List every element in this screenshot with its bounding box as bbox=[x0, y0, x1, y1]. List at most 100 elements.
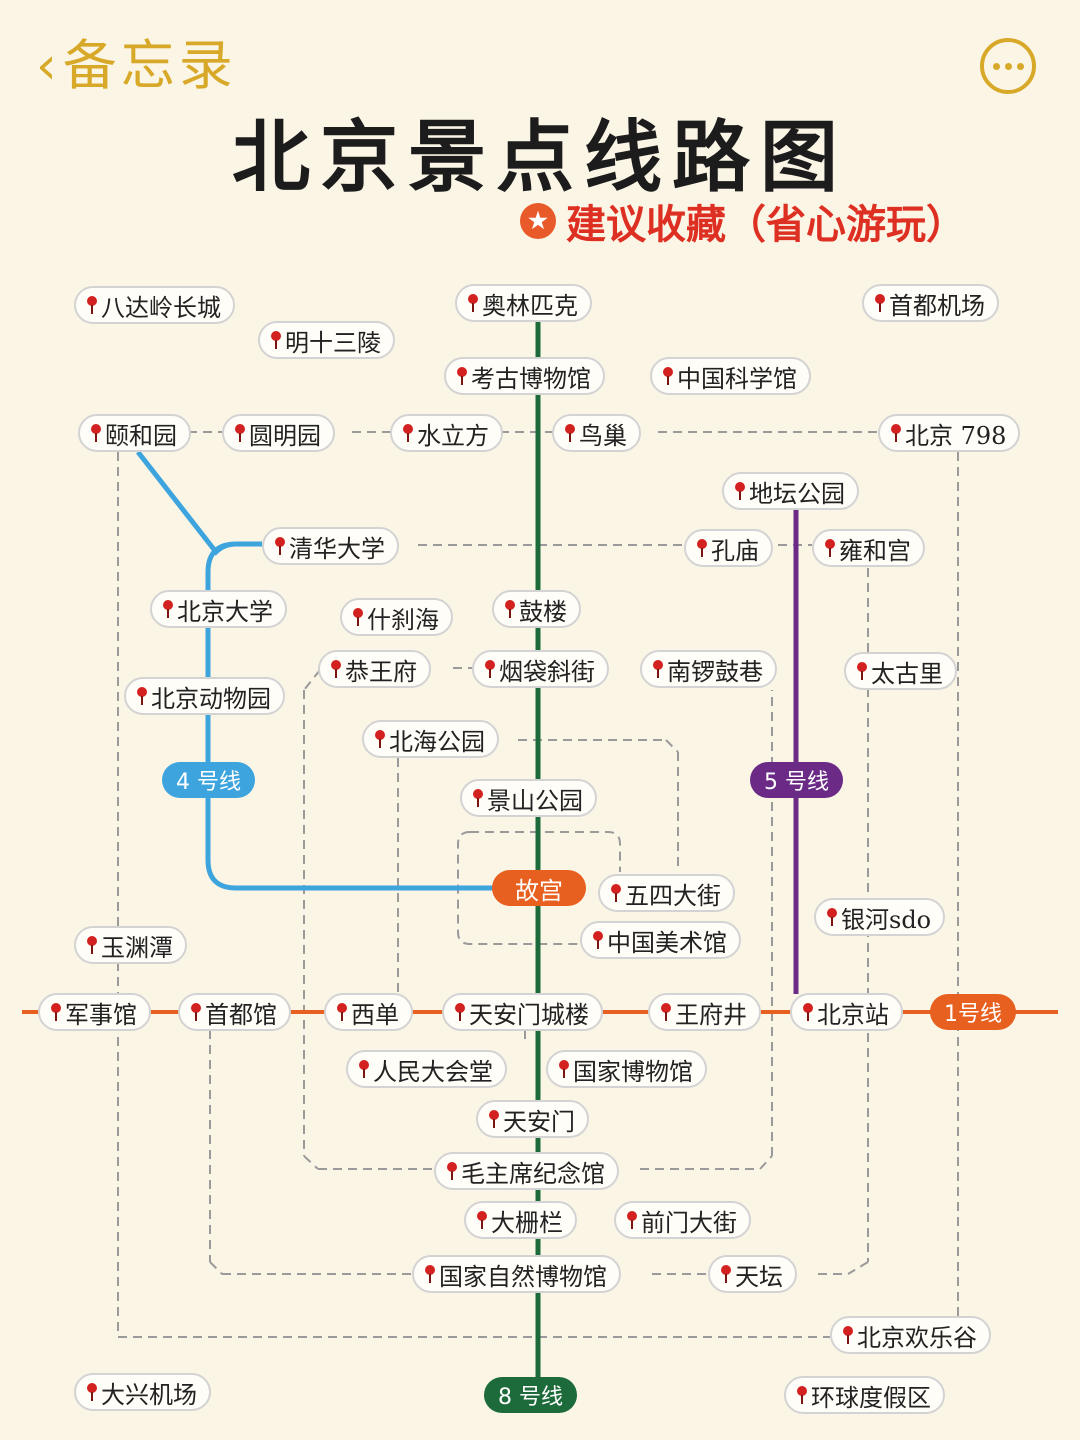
stop-kexueguan[interactable]: 中国科学馆 bbox=[650, 357, 811, 395]
stop-guobo[interactable]: 国家博物馆 bbox=[546, 1050, 707, 1088]
stop-aolinpike[interactable]: 奥林匹克 bbox=[455, 284, 592, 322]
pin-icon bbox=[564, 421, 576, 445]
stop-gulou[interactable]: 鼓楼 bbox=[492, 590, 581, 628]
stop-label: 鼓楼 bbox=[519, 597, 567, 626]
stop-nanluo[interactable]: 南锣鼓巷 bbox=[640, 650, 777, 688]
stop-huanqiu[interactable]: 环球度假区 bbox=[784, 1376, 945, 1414]
stop-wusi[interactable]: 五四大街 bbox=[598, 874, 735, 912]
back-label: 备忘录 bbox=[62, 34, 237, 97]
line-8-tag[interactable]: 8 号线 bbox=[484, 1377, 577, 1413]
stop-label: 北京站 bbox=[817, 1000, 889, 1029]
stop-qinghua[interactable]: 清华大学 bbox=[262, 527, 399, 565]
pin-icon bbox=[558, 1057, 570, 1081]
stop-mingshisanling[interactable]: 明十三陵 bbox=[258, 321, 395, 359]
pin-icon bbox=[890, 421, 902, 445]
stop-yuyuantan[interactable]: 玉渊潭 bbox=[74, 926, 187, 964]
stop-beijingzhan[interactable]: 北京站 bbox=[790, 993, 903, 1031]
stop-label: 北京动物园 bbox=[151, 684, 271, 713]
stop-taikoo[interactable]: 太古里 bbox=[844, 652, 957, 690]
stop-niaochao[interactable]: 鸟巢 bbox=[552, 414, 641, 452]
stop-meishuguan[interactable]: 中国美术馆 bbox=[580, 921, 741, 959]
stop-label: 中国科学馆 bbox=[677, 364, 797, 393]
stop-tiananmencl[interactable]: 天安门城楼 bbox=[442, 993, 603, 1031]
line-5-tag[interactable]: 5 号线 bbox=[750, 762, 843, 798]
pin-icon bbox=[824, 536, 836, 560]
stop-huanlegu[interactable]: 北京欢乐谷 bbox=[830, 1316, 991, 1354]
stop-yandai[interactable]: 烟袋斜街 bbox=[472, 650, 609, 688]
pin-icon bbox=[802, 1000, 814, 1024]
stop-label: 什刹海 bbox=[367, 605, 439, 634]
stop-yinhe[interactable]: 银河sdo bbox=[814, 898, 946, 936]
stop-label: 考古博物馆 bbox=[471, 364, 591, 393]
stop-dongwuyuan[interactable]: 北京动物园 bbox=[124, 677, 285, 715]
stop-yiheyuan[interactable]: 颐和园 bbox=[78, 414, 191, 452]
stop-maojinian[interactable]: 毛主席纪念馆 bbox=[434, 1152, 619, 1190]
stop-798[interactable]: 北京 798 bbox=[878, 414, 1021, 452]
pin-icon bbox=[796, 1383, 808, 1407]
subtitle: ★ 建议收藏（省心游玩） bbox=[520, 192, 966, 250]
hub-gugong[interactable]: 故宫 bbox=[492, 870, 586, 906]
stop-label: 水立方 bbox=[417, 421, 489, 450]
pin-icon bbox=[504, 597, 516, 621]
pin-icon bbox=[86, 1380, 98, 1404]
stop-label: 地坛公园 bbox=[749, 479, 845, 508]
stop-label: 首都机场 bbox=[889, 291, 985, 320]
stop-shuilifang[interactable]: 水立方 bbox=[390, 414, 503, 452]
stop-yuanmingyuan[interactable]: 圆明园 bbox=[222, 414, 335, 452]
stop-badaling[interactable]: 八达岭长城 bbox=[74, 286, 235, 324]
stop-label: 雍和宫 bbox=[839, 536, 911, 565]
stop-label: 南锣鼓巷 bbox=[667, 657, 763, 686]
pin-icon bbox=[90, 421, 102, 445]
stop-daxing[interactable]: 大兴机场 bbox=[74, 1373, 211, 1411]
pin-icon bbox=[696, 536, 708, 560]
pin-icon bbox=[162, 597, 174, 621]
stop-dashilan[interactable]: 大栅栏 bbox=[464, 1201, 577, 1239]
back-button[interactable]: ‹ 备忘录 bbox=[36, 36, 237, 96]
pin-icon bbox=[467, 291, 479, 315]
pin-icon bbox=[374, 727, 386, 751]
stop-qianmen[interactable]: 前门大街 bbox=[614, 1201, 751, 1239]
stop-beida[interactable]: 北京大学 bbox=[150, 590, 287, 628]
stop-renmindahuitang[interactable]: 人民大会堂 bbox=[346, 1050, 507, 1088]
stop-label: 大栅栏 bbox=[491, 1208, 563, 1237]
stop-wangfujing[interactable]: 王府井 bbox=[648, 993, 761, 1031]
stop-label: 北海公园 bbox=[389, 727, 485, 756]
stop-gongwangfu[interactable]: 恭王府 bbox=[318, 650, 431, 688]
pin-icon bbox=[274, 534, 286, 558]
line-4-tag[interactable]: 4 号线 bbox=[162, 762, 255, 798]
line-1-tag[interactable]: 1号线 bbox=[930, 994, 1016, 1030]
stop-label: 环球度假区 bbox=[811, 1383, 931, 1412]
stop-ziranbwg[interactable]: 国家自然博物馆 bbox=[412, 1255, 621, 1293]
stop-ditan[interactable]: 地坛公园 bbox=[722, 472, 859, 510]
pin-icon bbox=[336, 1000, 348, 1024]
stop-tiananmen[interactable]: 天安门 bbox=[476, 1100, 589, 1138]
pin-icon bbox=[484, 657, 496, 681]
stop-label: 天安门 bbox=[503, 1107, 575, 1136]
stop-label: 圆明园 bbox=[249, 421, 321, 450]
stop-yonghegong[interactable]: 雍和宫 bbox=[812, 529, 925, 567]
top-bar: ‹ 备忘录 bbox=[0, 0, 1080, 110]
star-icon: ★ bbox=[520, 203, 556, 239]
pin-icon bbox=[50, 1000, 62, 1024]
pin-icon bbox=[826, 905, 838, 929]
stop-label: 奥林匹克 bbox=[482, 291, 578, 320]
stop-shoudubwg[interactable]: 首都馆 bbox=[178, 993, 291, 1031]
more-button[interactable] bbox=[980, 38, 1036, 94]
stop-shichahai[interactable]: 什刹海 bbox=[340, 598, 453, 636]
pin-icon bbox=[720, 1262, 732, 1286]
stop-xidan[interactable]: 西单 bbox=[324, 993, 413, 1031]
more-horizontal-icon bbox=[992, 62, 1000, 70]
pin-icon bbox=[190, 1000, 202, 1024]
stop-shoudujichang[interactable]: 首都机场 bbox=[862, 284, 999, 322]
stop-kaogu[interactable]: 考古博物馆 bbox=[444, 357, 605, 395]
pin-icon bbox=[454, 1000, 466, 1024]
pin-icon bbox=[856, 659, 868, 683]
stop-tiantan[interactable]: 天坛 bbox=[708, 1255, 797, 1293]
stop-label: 五四大街 bbox=[625, 881, 721, 910]
stop-jingshan[interactable]: 景山公园 bbox=[460, 779, 597, 817]
stop-kongmiao[interactable]: 孔庙 bbox=[684, 529, 773, 567]
pin-icon bbox=[402, 421, 414, 445]
page-title: 北京景点线路图 bbox=[231, 112, 848, 203]
stop-junshiguan[interactable]: 军事馆 bbox=[38, 993, 151, 1031]
stop-beihai[interactable]: 北海公园 bbox=[362, 720, 499, 758]
